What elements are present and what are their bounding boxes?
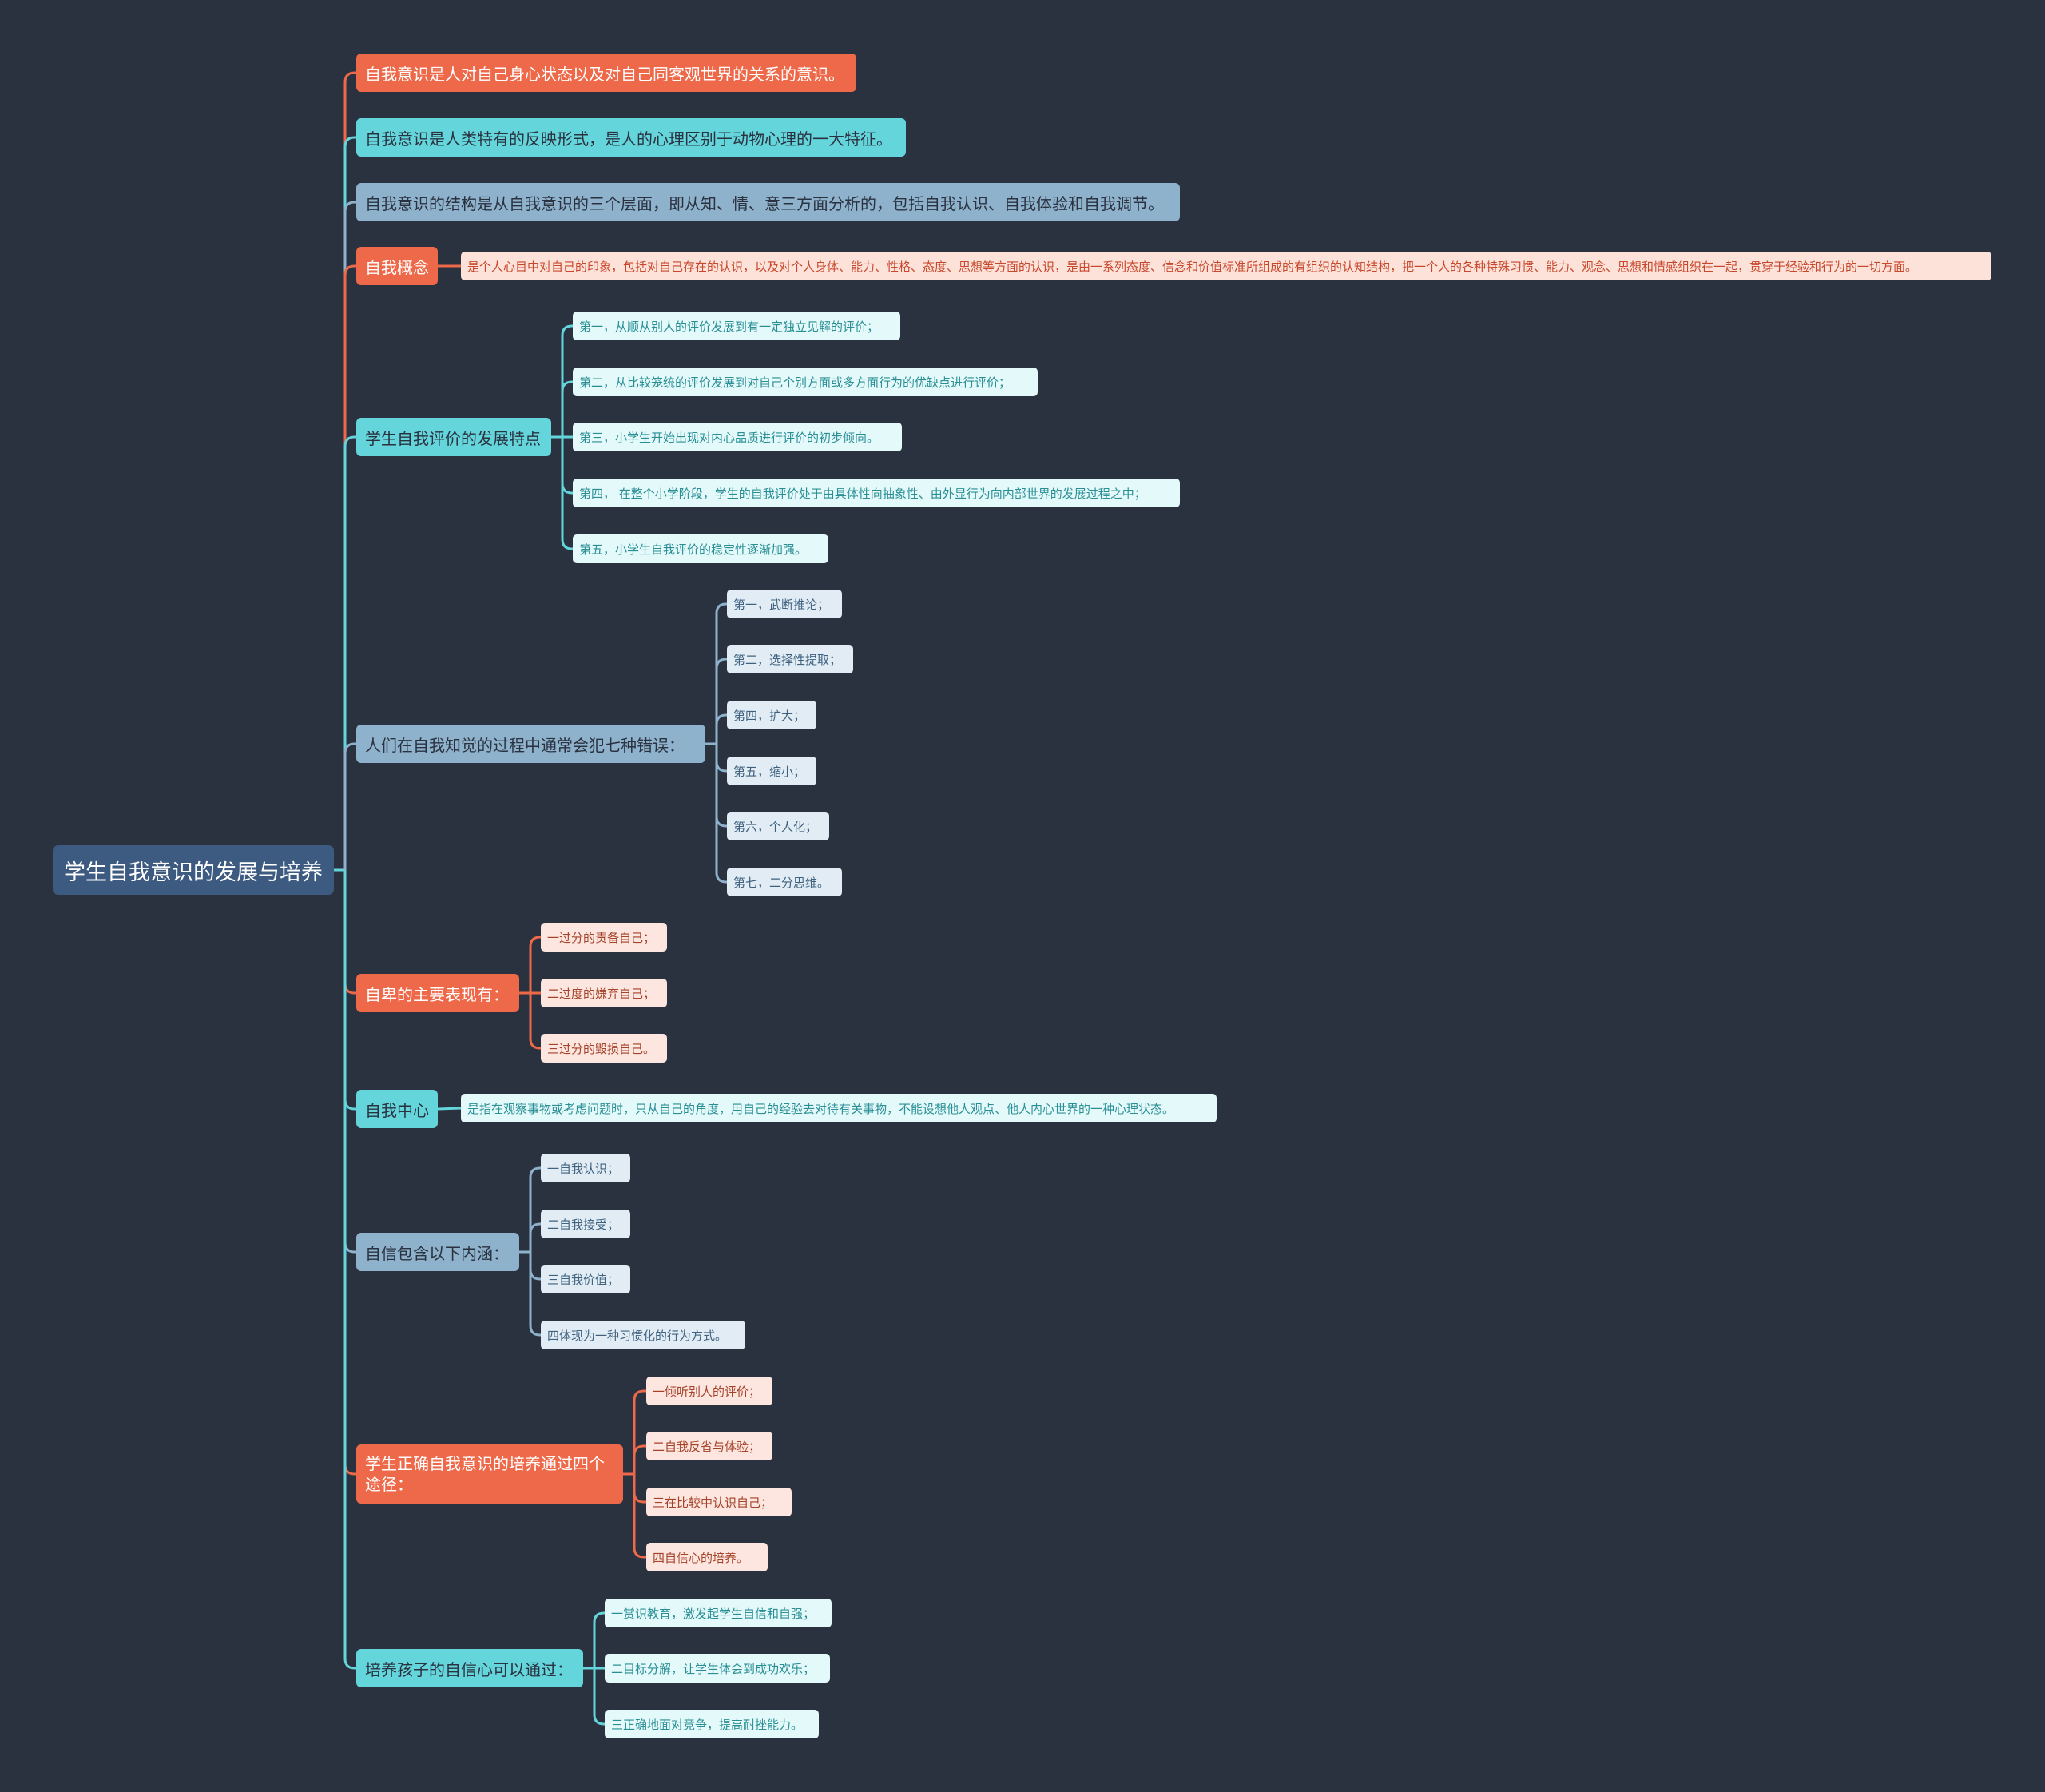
connector	[343, 742, 356, 870]
branch-9-item-1[interactable]: 一自我认识；	[541, 1154, 630, 1182]
connector	[529, 1252, 541, 1337]
branch-8[interactable]: 自我中心	[356, 1090, 438, 1128]
connector	[343, 264, 356, 870]
branch-10-item-2[interactable]: 二自我反省与体验；	[646, 1432, 772, 1460]
branch-10-item-4[interactable]: 四自信心的培养。	[646, 1543, 768, 1571]
branch-6-item-2[interactable]: 第二，选择性提取；	[727, 645, 853, 673]
connector	[593, 1611, 605, 1668]
branch-11[interactable]: 培养孩子的自信心可以通过：	[356, 1649, 583, 1687]
connector	[343, 870, 356, 995]
branch-5-item-3[interactable]: 第三，小学生开始出现对内心品质进行评价的初步倾向。	[573, 423, 902, 451]
branch-3[interactable]: 自我意识的结构是从自我意识的三个层面，即从知、情、意三方面分析的，包括自我认识、…	[356, 183, 1180, 221]
branch-10-item-3[interactable]: 三在比较中认识自己；	[646, 1488, 792, 1516]
connector	[633, 1474, 646, 1559]
connector	[343, 136, 356, 870]
connector	[715, 658, 727, 744]
branch-11-item-1[interactable]: 一赏识教育，激发起学生自信和自强；	[605, 1599, 832, 1627]
branch-7-item-3[interactable]: 三过分的毁损自己。	[541, 1034, 667, 1063]
branch-9[interactable]: 自信包含以下内涵：	[356, 1233, 519, 1271]
branch-4[interactable]: 自我概念	[356, 247, 438, 285]
branch-6[interactable]: 人们在自我知觉的过程中通常会犯七种错误：	[356, 725, 705, 763]
connector	[561, 380, 573, 437]
branch-5-item-2[interactable]: 第二，从比较笼统的评价发展到对自己个别方面或多方面行为的优缺点进行评价；	[573, 368, 1038, 396]
branch-10[interactable]: 学生正确自我意识的培养通过四个途径：	[356, 1444, 623, 1504]
connector	[633, 1389, 646, 1474]
branch-5-item-4[interactable]: 第四， 在整个小学阶段，学生的自我评价处于由具体性向抽象性、由外显行为向内部世界…	[573, 479, 1180, 507]
connector	[529, 936, 541, 993]
connector	[343, 435, 356, 870]
branch-7-item-1[interactable]: 一过分的责备自己；	[541, 923, 667, 952]
root-topic[interactable]: 学生自我意识的发展与培养	[53, 845, 334, 895]
branch-1[interactable]: 自我意识是人对自己身心状态以及对自己同客观世界的关系的意识。	[356, 54, 856, 92]
branch-6-item-6[interactable]: 第七，二分思维。	[727, 868, 842, 896]
connector	[343, 870, 356, 1254]
branch-2[interactable]: 自我意识是人类特有的反映形式，是人的心理区别于动物心理的一大特征。	[356, 118, 906, 157]
branch-6-item-3[interactable]: 第四，扩大；	[727, 701, 816, 729]
branch-10-item-1[interactable]: 一倾听别人的评价；	[646, 1377, 772, 1405]
connector	[529, 993, 541, 1050]
connector	[561, 324, 573, 437]
connector	[561, 437, 573, 550]
branch-6-item-1[interactable]: 第一，武断推论；	[727, 590, 842, 618]
connector	[437, 1107, 462, 1111]
branch-6-item-5[interactable]: 第六，个人化；	[727, 812, 829, 840]
branch-9-item-2[interactable]: 二自我接受；	[541, 1210, 630, 1238]
branch-5[interactable]: 学生自我评价的发展特点	[356, 418, 551, 456]
branch-11-item-2[interactable]: 二目标分解，让学生体会到成功欢乐；	[605, 1654, 830, 1683]
branch-7-item-2[interactable]: 二过度的嫌弃自己；	[541, 979, 667, 1007]
connector	[715, 713, 727, 744]
branch-5-item-5[interactable]: 第五，小学生自我评价的稳定性逐渐加强。	[573, 534, 828, 563]
branch-9-item-4[interactable]: 四体现为一种习惯化的行为方式。	[541, 1321, 745, 1349]
connector	[529, 1252, 541, 1281]
branch-6-item-4[interactable]: 第五，缩小；	[727, 757, 816, 785]
connector	[529, 1166, 541, 1252]
connector	[715, 602, 727, 744]
branch-4-item-1[interactable]: 是个人心目中对自己的印象，包括对自己存在的认识，以及对个人身体、能力、性格、态度…	[461, 252, 1991, 280]
connector	[529, 1222, 541, 1252]
connector	[715, 744, 727, 884]
connector	[343, 71, 356, 870]
connector	[343, 870, 356, 1476]
branch-7[interactable]: 自卑的主要表现有：	[356, 974, 519, 1012]
connector	[561, 437, 573, 495]
branch-5-item-1[interactable]: 第一，从顺从别人的评价发展到有一定独立见解的评价；	[573, 312, 900, 340]
connector	[593, 1668, 605, 1726]
connector	[715, 744, 727, 773]
branch-11-item-3[interactable]: 三正确地面对竞争，提高耐挫能力。	[605, 1710, 819, 1738]
branch-8-item-1[interactable]: 是指在观察事物或考虑问题时，只从自己的角度，用自己的经验去对待有关事物，不能设想…	[461, 1094, 1217, 1122]
connector	[343, 201, 356, 870]
connector	[633, 1444, 646, 1474]
connector	[715, 744, 727, 828]
connector	[343, 870, 356, 1670]
connector	[633, 1474, 646, 1504]
branch-9-item-3[interactable]: 三自我价值；	[541, 1265, 630, 1293]
